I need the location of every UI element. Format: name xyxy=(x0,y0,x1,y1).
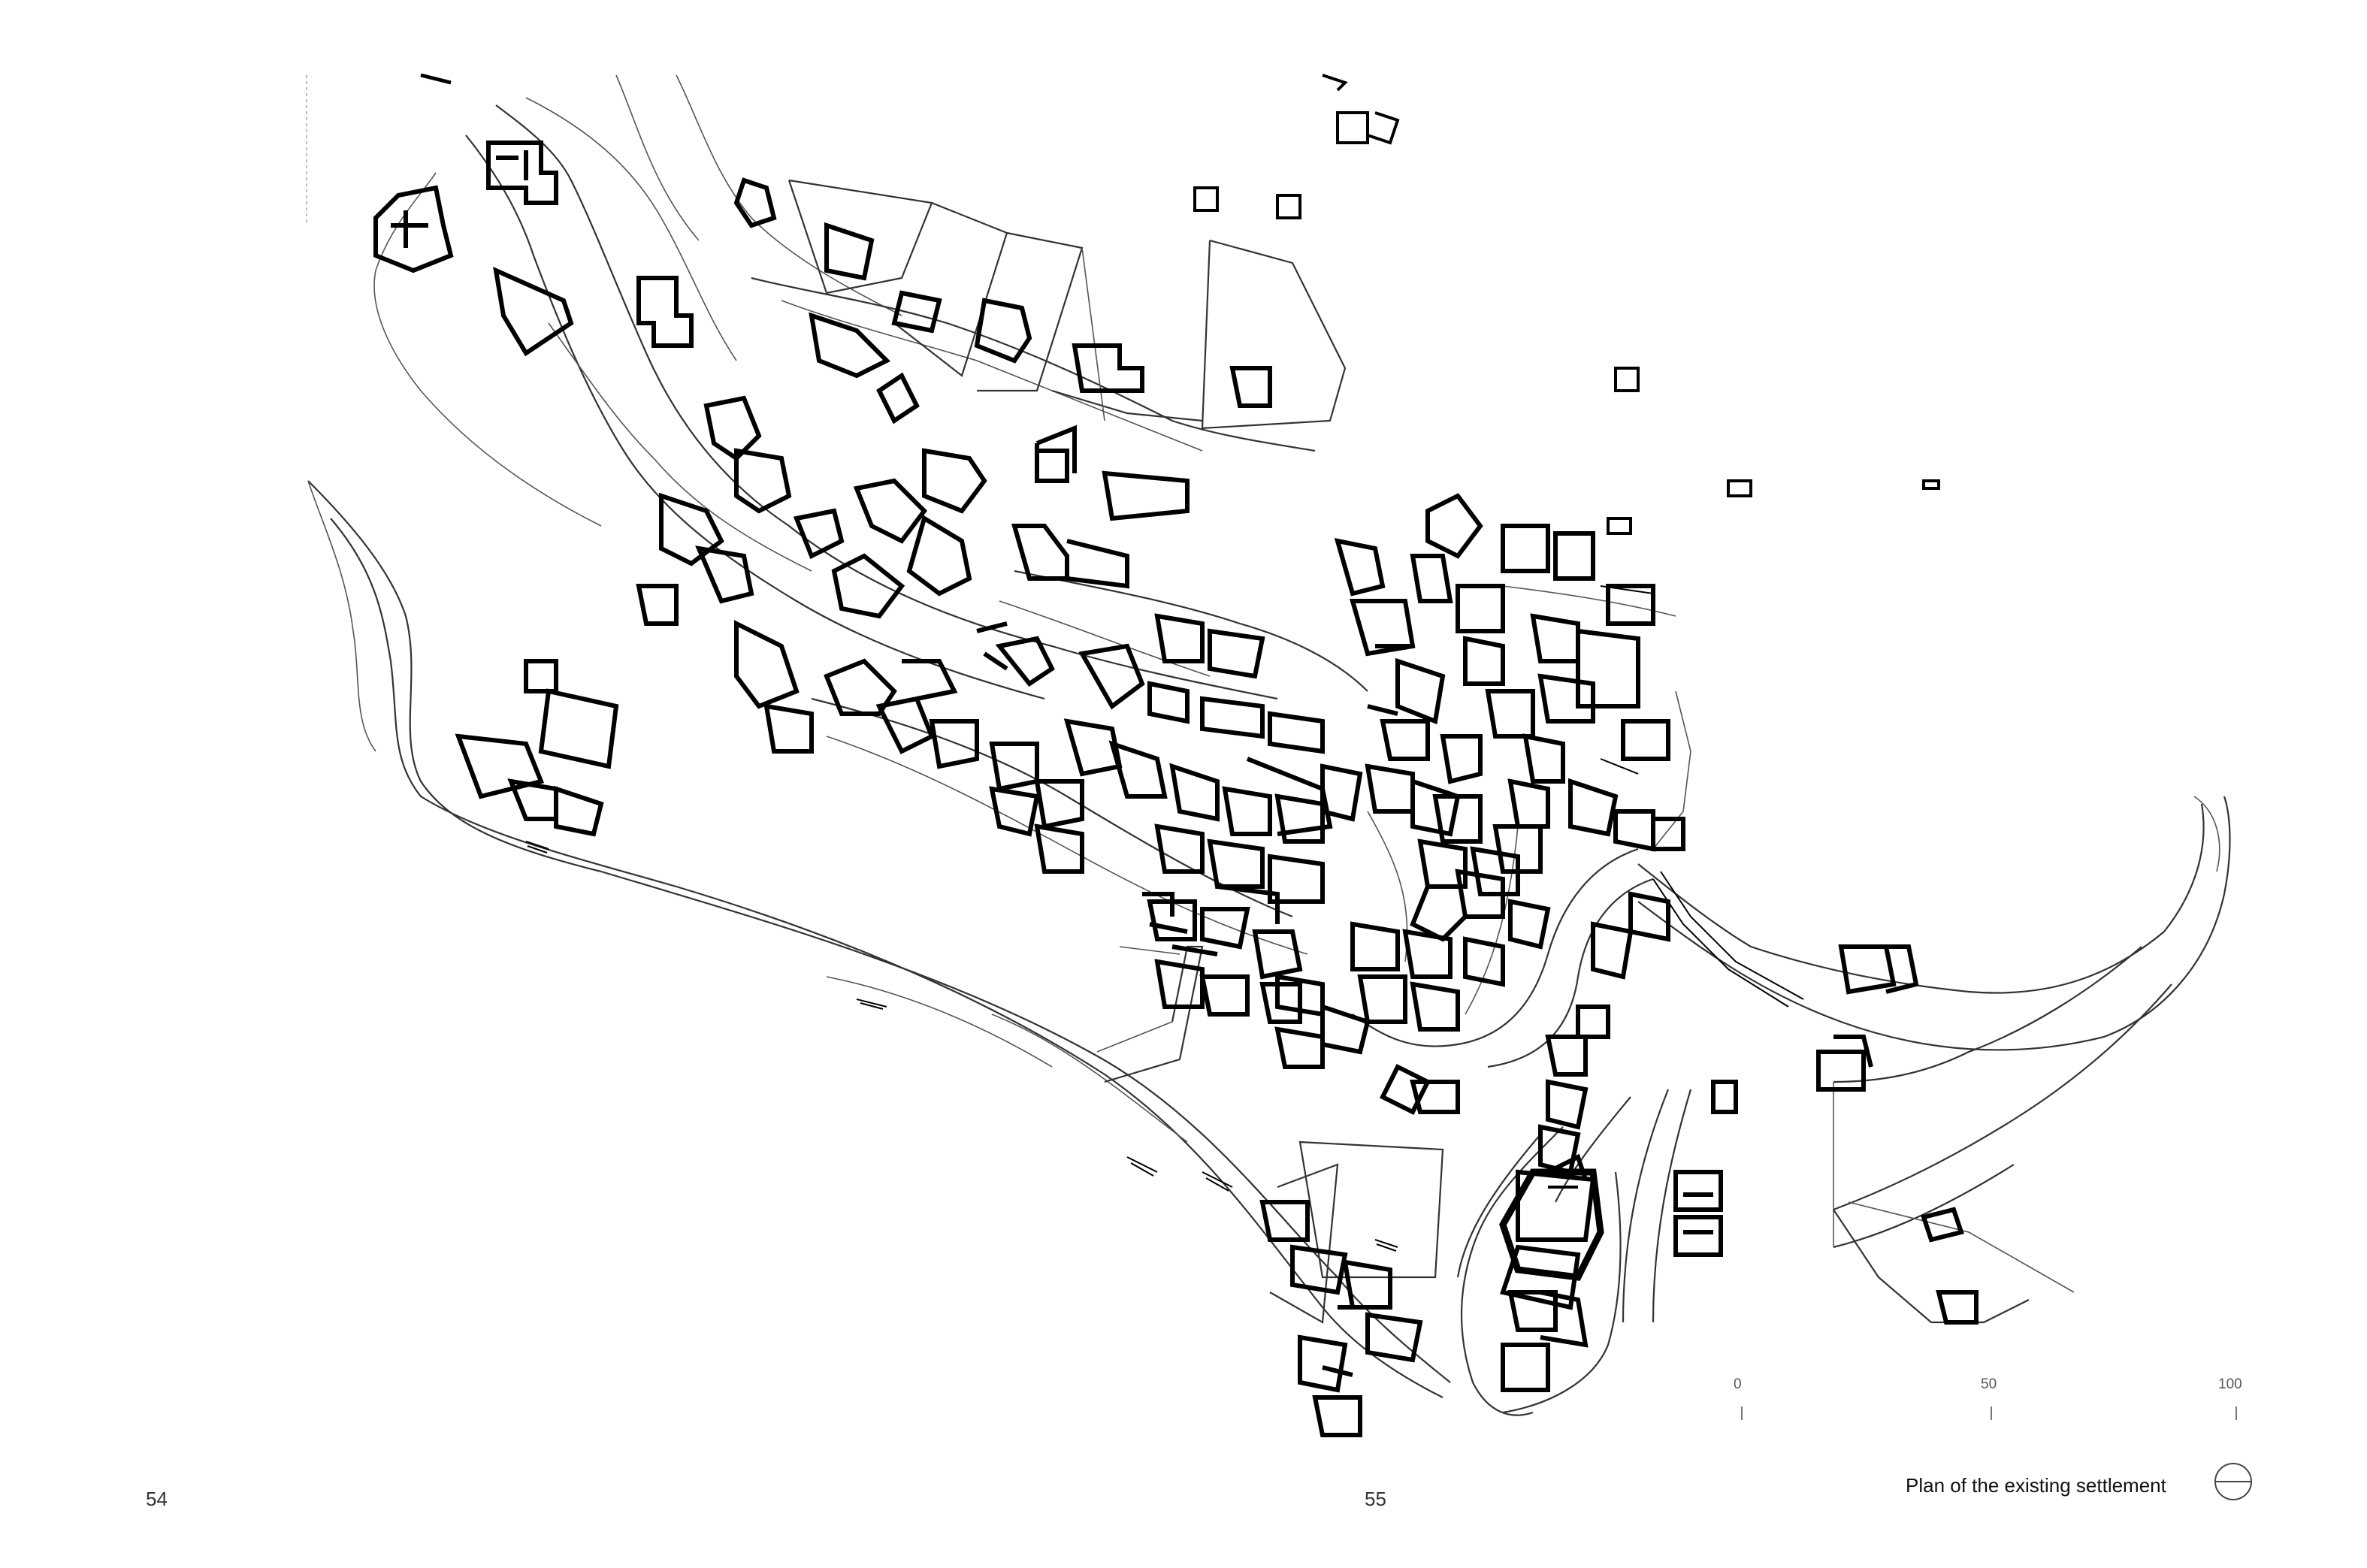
stair-details xyxy=(525,585,1804,1252)
plan-caption: Plan of the existing settlement xyxy=(1906,1474,2166,1497)
north-arrow-icon xyxy=(2214,1463,2252,1500)
page-number-right: 55 xyxy=(1365,1488,1386,1510)
page-number-left: 54 xyxy=(146,1488,168,1510)
buildings xyxy=(373,73,1979,1437)
scale-label-50: 50 xyxy=(1981,1376,1997,1392)
scale-label-100: 100 xyxy=(2218,1376,2242,1392)
scale-bar xyxy=(1741,1406,2237,1420)
scale-label-0: 0 xyxy=(1734,1376,1742,1392)
